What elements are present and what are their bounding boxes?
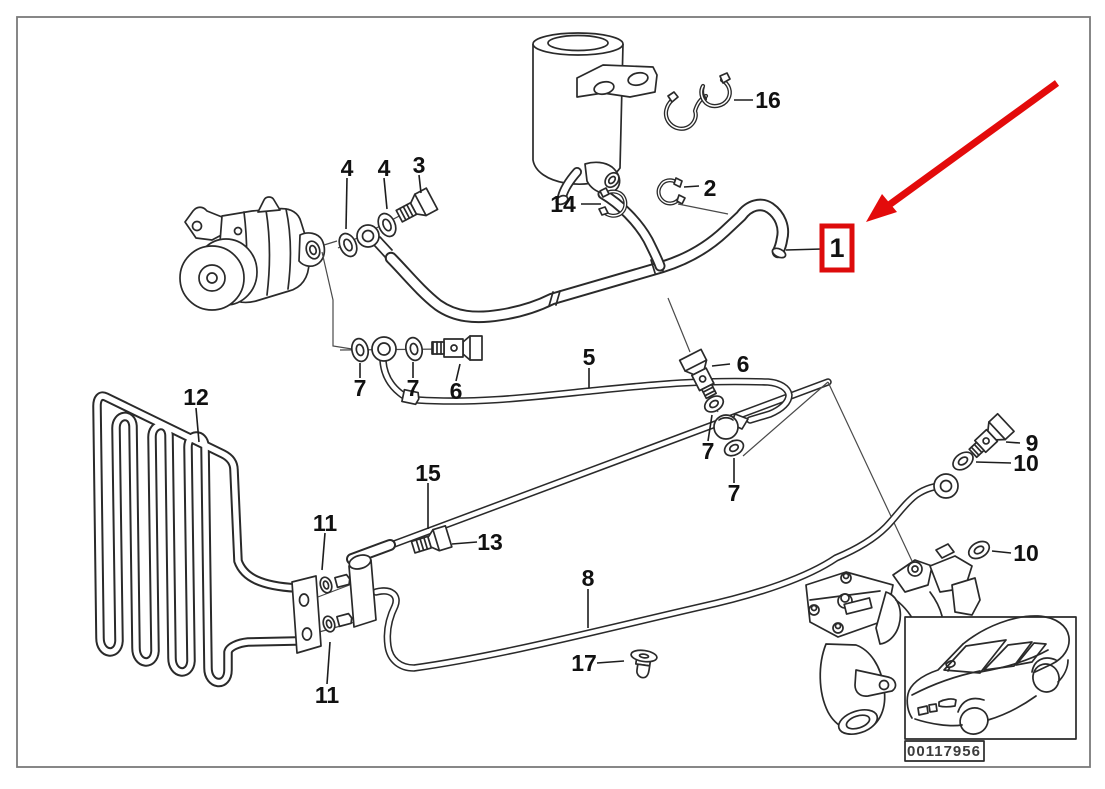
- washer-4-b: [377, 212, 397, 238]
- reservoir-outlet: [584, 161, 621, 195]
- callout-6-a: 6: [450, 378, 463, 404]
- pump-port: [298, 232, 326, 267]
- arrow-shaft: [886, 80, 1060, 208]
- callout-7-c: 7: [702, 438, 715, 464]
- callout-7-a: 7: [354, 375, 367, 401]
- clip-17: [630, 649, 658, 679]
- car-sketch: [906, 615, 1070, 735]
- callout-10-b: 10: [1013, 540, 1039, 566]
- callout-12: 12: [183, 384, 209, 410]
- callout-8: 8: [582, 565, 595, 591]
- frame-number: 00117956: [907, 743, 981, 760]
- oil-cooler: [92, 391, 301, 688]
- callout-7-b: 7: [407, 375, 420, 401]
- highlight-box: [819, 223, 855, 273]
- callout-1: 1: [829, 233, 844, 263]
- callout-5: 5: [583, 344, 596, 370]
- hose-1-end: [771, 247, 787, 259]
- hose-1: [384, 198, 790, 324]
- pointer-line-right: [827, 381, 913, 562]
- callout-6-b: 6: [737, 351, 750, 377]
- washer-4-a: [338, 232, 358, 258]
- banjo-bolt-6: [431, 335, 483, 361]
- o-ring-11-lower: [322, 615, 336, 633]
- callout-10-a: 10: [1013, 450, 1039, 476]
- reservoir-hose: [597, 188, 666, 272]
- bolt-9: [968, 412, 1015, 459]
- reservoir-stub-hose: [555, 167, 582, 206]
- o-ring-11-upper: [319, 576, 333, 594]
- washer-10-a: [952, 451, 974, 471]
- clamp-16: [663, 72, 732, 131]
- callout-3: 3: [413, 152, 426, 178]
- callout-11-a: 11: [313, 510, 338, 536]
- callout-4-b: 4: [378, 155, 391, 181]
- pipe-8-eye: [933, 473, 959, 499]
- banjo-bolt-6-right: [678, 348, 718, 400]
- callout-11-b: 11: [315, 682, 340, 708]
- callout-4-a: 4: [341, 155, 354, 181]
- clamp-14: [598, 187, 628, 218]
- pump-pointer-lines: [321, 240, 353, 350]
- callout-labels: 4 4 3 16 2 14 7 7 6 5 6 7 7 12 15 11 13 …: [183, 87, 1039, 708]
- fitting-nut-lower: [336, 612, 353, 628]
- callout-15: 15: [415, 460, 441, 486]
- bolt-3: [395, 187, 439, 223]
- washer-7-d: [723, 439, 745, 457]
- highlight-callout-1: 1: [819, 223, 855, 273]
- callout-7-d: 7: [728, 480, 741, 506]
- callout-14: 14: [550, 191, 576, 217]
- banjo-fitting-mid: [371, 336, 397, 362]
- pointer-line-left: [742, 381, 829, 457]
- callout-2: 2: [704, 175, 717, 201]
- cooler-connector-block: [291, 554, 377, 654]
- washer-7-c: [703, 395, 725, 413]
- washer-7-b: [404, 336, 424, 362]
- frame-number-box: [904, 740, 985, 762]
- washer-7-a: [350, 337, 370, 363]
- callout-9: 9: [1026, 430, 1039, 456]
- pointer-arrow: [866, 80, 1060, 222]
- power-steering-pump: [179, 196, 326, 311]
- ball-fitting: [713, 413, 749, 440]
- callout-17: 17: [571, 650, 597, 676]
- pipe-8: [372, 482, 946, 672]
- banjo-fitting-top: [356, 224, 393, 259]
- fitting-nut-upper: [334, 573, 351, 589]
- washer-10-b: [967, 540, 991, 560]
- callout-16: 16: [755, 87, 781, 113]
- car-thumbnail: 00117956: [904, 615, 1077, 762]
- clamp-2-pointer: [677, 203, 729, 215]
- arrow-head: [866, 194, 897, 222]
- pipe-5-union-nut: [401, 388, 420, 406]
- clamp-2: [656, 177, 686, 206]
- bolt-13: [410, 524, 453, 554]
- fluid-reservoir: [532, 32, 658, 206]
- leader-lines: [195, 99, 1021, 685]
- callout-13: 13: [477, 529, 503, 555]
- pipe-5: [379, 357, 793, 424]
- hose-ferrules: [548, 257, 664, 307]
- steering-gear: [805, 543, 981, 736]
